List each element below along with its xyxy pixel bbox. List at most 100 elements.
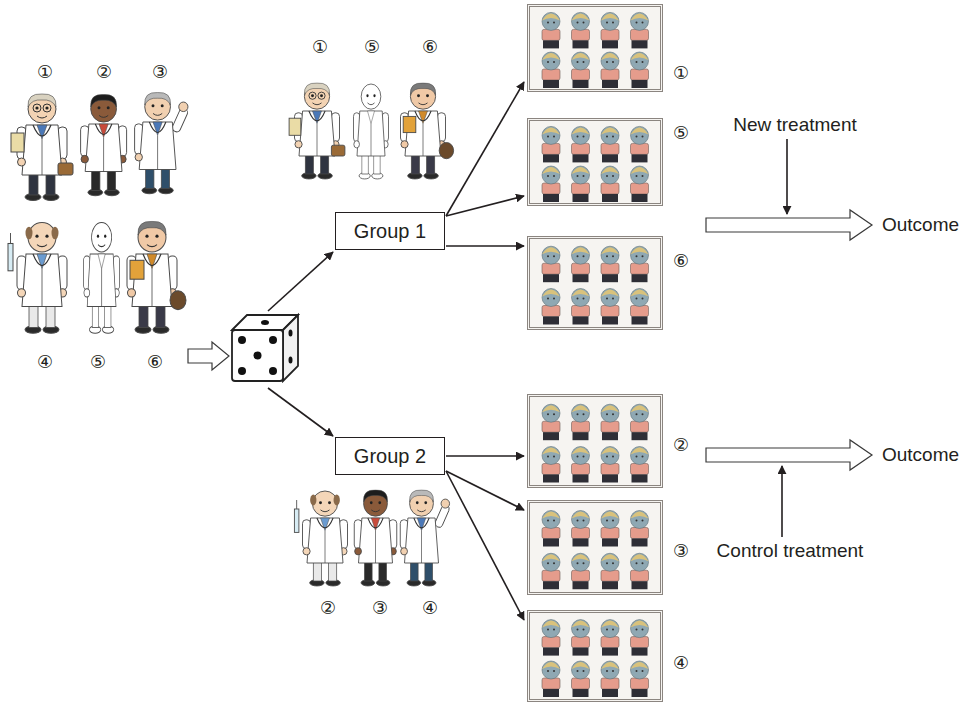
doctor-figure-part <box>328 501 331 504</box>
patient-figure-part <box>577 175 579 177</box>
patient-figure-part <box>543 274 559 282</box>
patient-figure-part <box>636 670 638 672</box>
patient-figure-part <box>572 464 590 475</box>
patient-figure-part <box>632 40 648 48</box>
doctor-figure-part <box>441 499 450 508</box>
patient-figure-part <box>547 298 549 300</box>
patient-figure <box>572 661 590 697</box>
patient-figure-part <box>631 404 649 422</box>
doctor-figure-part <box>375 531 376 563</box>
patient-figure <box>601 289 619 325</box>
patient-figure-part <box>553 298 555 300</box>
doctor-figure-part <box>152 269 153 307</box>
patient-figure-part <box>631 306 649 317</box>
patient-figure-part <box>642 135 644 137</box>
patient-figure-part <box>612 413 614 415</box>
patient-figure-part <box>543 194 559 202</box>
doctor-figure <box>354 490 397 586</box>
hollow-arrow <box>706 440 872 470</box>
doctor-figure <box>127 221 186 333</box>
patient-figure-part <box>601 247 619 254</box>
patient-figure-part <box>601 464 619 475</box>
doctor-figure-part <box>403 116 416 132</box>
patient-figure-part <box>547 456 549 458</box>
patient-figure-part <box>542 126 560 144</box>
patient-figure-part <box>547 175 549 177</box>
patient-figure-part <box>542 448 560 455</box>
patient-figure-part <box>632 432 648 440</box>
patient-figure-part <box>553 255 555 257</box>
patient-figure-part <box>572 52 590 70</box>
patient-figure-part <box>631 637 649 648</box>
doctor-figure-part <box>161 104 164 107</box>
patient-figure <box>631 289 649 325</box>
patient-figure-part <box>543 432 559 440</box>
patient-figure-part <box>542 12 560 30</box>
patient-figure-part <box>542 167 560 174</box>
patient-figure <box>601 661 619 697</box>
doctor-figure-part <box>87 254 116 307</box>
patient-figure-part <box>631 448 649 455</box>
patient-figure <box>631 620 649 656</box>
patient-figure-part <box>631 405 649 412</box>
doctor-figure-part <box>304 83 329 95</box>
doctor-figure-part <box>145 92 171 104</box>
patient-figure-part <box>547 61 549 63</box>
cluster-number: ⑥ <box>672 251 690 271</box>
patient-figure-part <box>577 520 579 522</box>
doctor-figure <box>81 94 127 195</box>
patient-figure-part <box>601 127 619 134</box>
doctor-figure-part <box>415 111 431 121</box>
doctor-figure-part <box>424 501 427 504</box>
patient-figure-part <box>542 661 560 679</box>
doctor-figure-part <box>153 113 162 115</box>
patient-figure-part <box>542 246 560 264</box>
patient-figure <box>572 620 590 656</box>
patient-figure-part <box>632 689 648 697</box>
doctor-figure-part <box>45 106 48 109</box>
patient-figure-part <box>601 421 619 432</box>
patient-figure-part <box>601 512 619 519</box>
patient-figure-part <box>631 166 649 184</box>
doctor-figure-part <box>103 137 104 171</box>
patient-figure-part <box>572 69 590 80</box>
patient-figure-part <box>602 154 618 162</box>
doctor-figure-part <box>311 94 314 97</box>
patient-figure-part <box>642 175 644 177</box>
patient-figure-part <box>631 421 649 432</box>
doctor-figure-part <box>371 124 372 156</box>
callout-number: ③ <box>372 598 388 618</box>
patient-figure-part <box>631 447 649 465</box>
patient-figure-part <box>577 456 579 458</box>
pointer-arrow <box>268 388 333 436</box>
patient-figure-part <box>542 662 560 669</box>
annotation-text: Control treatment <box>715 541 866 562</box>
patient-figure-part <box>636 135 638 137</box>
patient-figure-part <box>572 290 590 297</box>
patient-figure-part <box>577 21 579 23</box>
patient-figure <box>542 166 560 202</box>
patient-figure-part <box>631 511 649 529</box>
patient-figure-part <box>573 475 589 483</box>
doctor-figure-part <box>321 518 330 531</box>
patient-figure-part <box>631 13 649 20</box>
patient-figure-part <box>601 448 619 455</box>
patient-figure <box>601 447 619 483</box>
patient-figure-part <box>572 447 590 465</box>
cluster-ground <box>527 4 663 92</box>
patient-figure-part <box>542 553 560 571</box>
patient-figure-part <box>631 661 649 679</box>
cluster-box: ⑤ <box>527 118 663 206</box>
patient-figure-part <box>601 554 619 561</box>
patient-figure-part <box>543 475 559 483</box>
hollow-arrow <box>188 342 229 370</box>
doctor-figure-part <box>303 548 310 555</box>
patient-figure-part <box>542 447 560 465</box>
cluster-ground <box>527 118 663 206</box>
patient-figure-part <box>601 289 619 307</box>
pointer-arrow <box>268 252 333 311</box>
patient-figure-part <box>583 135 585 137</box>
doctor-figure-part <box>18 289 26 297</box>
patient-figure-part <box>612 298 614 300</box>
doctor-figure-part <box>97 234 99 237</box>
